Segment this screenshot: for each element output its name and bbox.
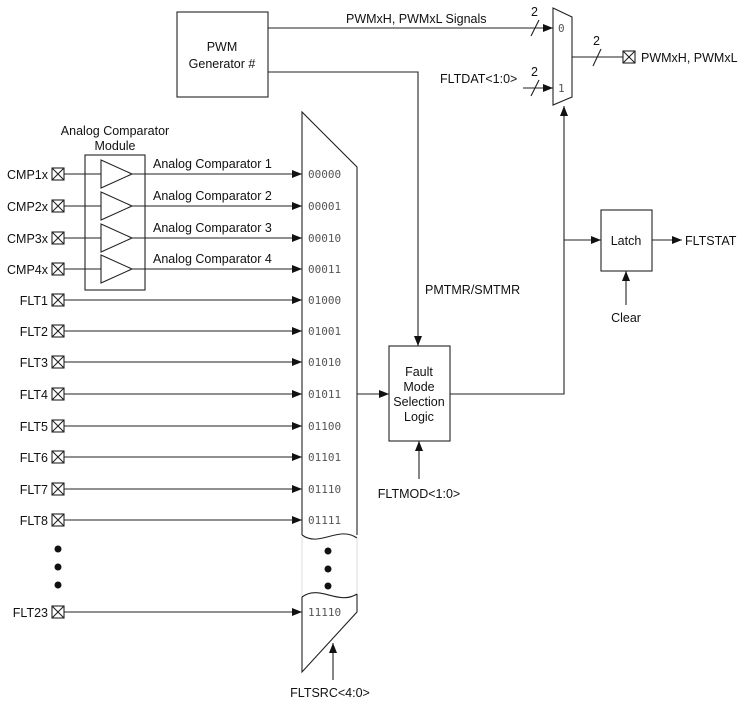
mux-select-code: 00010: [308, 232, 341, 245]
mux-select-code: 01000: [308, 294, 341, 307]
comparator-label: Analog Comparator 4: [153, 252, 272, 266]
clear-label: Clear: [611, 311, 641, 325]
pwm-generator-block: [176, 11, 269, 98]
pmtmr-wire: [268, 71, 422, 346]
mux-input-1-label: 1: [558, 82, 565, 95]
input-pin-icon: [51, 324, 65, 338]
comparator-triangle-icon: [100, 254, 134, 284]
pin-ellipsis: [54, 545, 62, 589]
input-pin-icon: [51, 167, 65, 181]
bus-width-label: 2: [531, 5, 538, 19]
input-row: FLT3 01010: [20, 355, 341, 370]
pin-label: CMP2x: [7, 200, 49, 214]
input-row: FLT5 01100: [20, 419, 341, 434]
pwm-signals-label: PWMxH, PWMxL Signals: [346, 12, 487, 26]
input-row: CMP4x Analog Comparator 4 00011: [7, 252, 341, 284]
input-row: FLT4 01011: [20, 387, 341, 402]
pin-label: FLT1: [20, 294, 48, 308]
pmtmr-label: PMTMR/SMTMR: [425, 283, 520, 297]
input-pin-icon: [51, 199, 65, 213]
mux-ellipsis: [324, 547, 332, 590]
input-pin-icon: [51, 482, 65, 496]
pin-label: CMP3x: [7, 232, 49, 246]
pin-label: CMP4x: [7, 263, 49, 277]
output-pin-icon: [622, 50, 636, 64]
latch-label: Latch: [611, 234, 642, 248]
mux-select-code: 01010: [308, 356, 341, 369]
input-row: FLT1 01000: [20, 293, 341, 308]
bus-slash-icon: [530, 19, 540, 37]
input-row: FLT8 01111: [20, 513, 341, 528]
input-row: CMP1x Analog Comparator 1 00000: [7, 157, 341, 189]
pwm-generator-label-2: Generator #: [189, 57, 256, 71]
fltstat-label: FLTSTAT: [685, 234, 737, 248]
comparator-triangle-icon: [100, 191, 134, 221]
mux-select-code: 01110: [308, 483, 341, 496]
pin-label: FLT4: [20, 388, 48, 402]
comparator-module-title: Analog Comparator: [61, 124, 169, 138]
mux-select-code: 01101: [308, 451, 341, 464]
pwm-generator-label: PWM: [207, 40, 238, 54]
mux-select-code: 01001: [308, 325, 341, 338]
input-pin-icon: [51, 262, 65, 276]
fault-source-mux: [301, 110, 358, 674]
fault-logic-label: Selection: [393, 395, 444, 409]
input-pin-icon: [51, 605, 65, 619]
output-label: PWMxH, PWMxL: [641, 51, 738, 65]
comparator-triangle-icon: [100, 159, 134, 189]
fault-logic-label: Logic: [404, 410, 434, 424]
mux-select-code: 01011: [308, 388, 341, 401]
output-mux: [552, 7, 573, 106]
pin-label: FLT3: [20, 356, 48, 370]
bus-width-label: 2: [531, 65, 538, 79]
fltdat-label: FLTDAT<1:0>: [440, 72, 517, 86]
fault-mode-selection-logic-block: [388, 345, 451, 442]
comparator-label: Analog Comparator 2: [153, 189, 272, 203]
input-row: FLT23 11110: [13, 605, 341, 620]
mux-input-0-label: 0: [558, 22, 565, 35]
fltmod-label: FLTMOD<1:0>: [378, 487, 460, 501]
input-row: CMP3x Analog Comparator 3 00010: [7, 221, 341, 253]
input-row: FLT7 01110: [20, 482, 341, 497]
mux-select-code: 01100: [308, 420, 341, 433]
mux-select-code: 00011: [308, 263, 341, 276]
mux-select-code: 00001: [308, 200, 341, 213]
bus-slash-icon: [592, 48, 602, 67]
comparator-label: Analog Comparator 1: [153, 157, 272, 171]
input-pin-icon: [51, 387, 65, 401]
pin-label: FLT5: [20, 420, 48, 434]
mux-select-code: 01111: [308, 514, 341, 527]
fault-logic-label: Mode: [403, 380, 434, 394]
pin-label: FLT2: [20, 325, 48, 339]
pin-label: FLT6: [20, 451, 48, 465]
comparator-label: Analog Comparator 3: [153, 221, 272, 235]
fltsrc-label: FLTSRC<4:0>: [290, 686, 370, 700]
input-row: FLT6 01101: [20, 450, 341, 465]
input-pin-icon: [51, 355, 65, 369]
pin-label: FLT7: [20, 483, 48, 497]
input-pin-icon: [51, 419, 65, 433]
fault-logic-label: Fault: [405, 365, 433, 379]
pin-label: CMP1x: [7, 168, 49, 182]
mux-select-code: 11110: [308, 606, 341, 619]
input-pin-icon: [51, 450, 65, 464]
input-row: FLT2 01001: [20, 324, 341, 339]
input-pin-icon: [51, 293, 65, 307]
input-pin-icon: [51, 231, 65, 245]
comparator-triangle-icon: [100, 223, 134, 253]
pin-label: FLT8: [20, 514, 48, 528]
bus-width-label: 2: [593, 34, 600, 48]
pin-label: FLT23: [13, 606, 48, 620]
bus-slash-icon: [530, 79, 540, 97]
fault-output-wire: [450, 106, 568, 395]
mux-select-code: 00000: [308, 168, 341, 181]
input-row: CMP2x Analog Comparator 2 00001: [7, 189, 341, 221]
comparator-module-title-2: Module: [95, 139, 136, 153]
input-pin-icon: [51, 513, 65, 527]
